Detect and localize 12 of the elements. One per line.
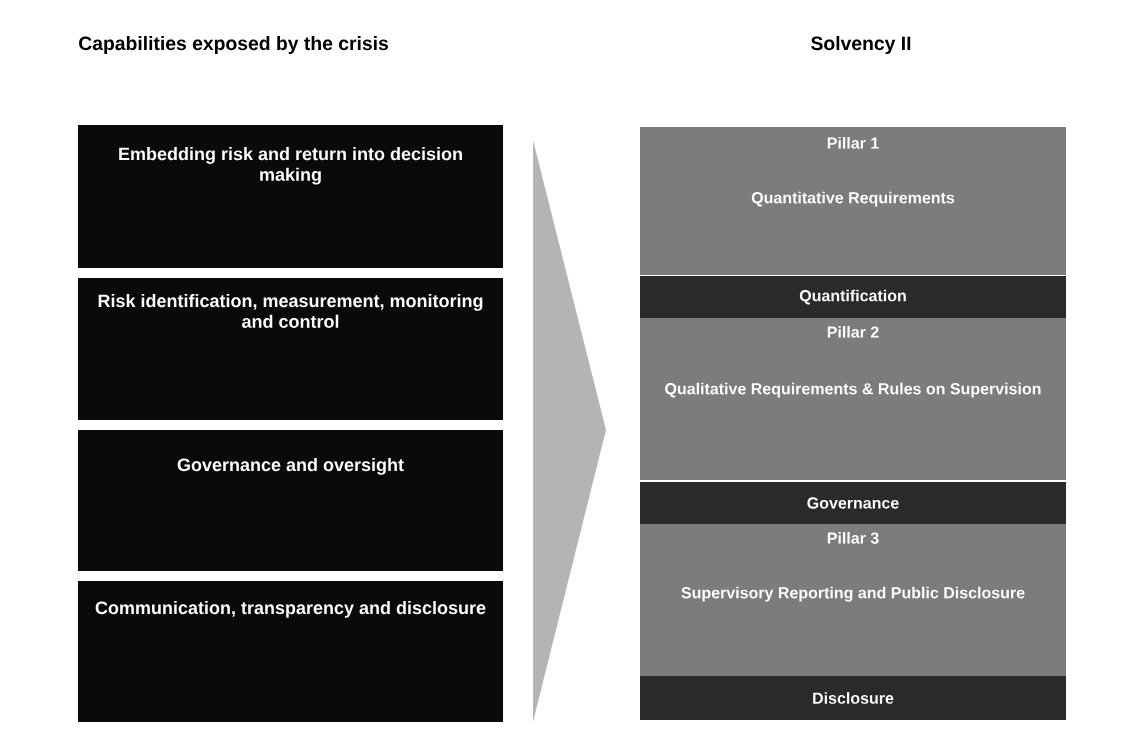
pillar-box: Pillar 2 Qualitative Requirements & Rules on Supervision [640,318,1066,480]
band-box: Governance [640,482,1066,524]
pillar-box: Pillar 1 Quantitative Requirements [640,127,1066,275]
pillar-box: Pillar 3 Supervisory Reporting and Public Disclosure [640,524,1066,676]
band-box: Disclosure [640,676,1066,720]
column-heading: Solvency II [811,36,911,54]
capability-box: Embedding risk and return into decision making [77,125,504,268]
column-heading: Capabilities exposed by the crisis [79,36,388,54]
capability-box: Risk identification, measurement, monitoring and control [77,278,504,420]
capability-box: Governance and oversight [77,429,504,572]
band-box: Quantification [640,276,1066,318]
capability-box: Communication, transparency and disclosure [77,581,504,723]
